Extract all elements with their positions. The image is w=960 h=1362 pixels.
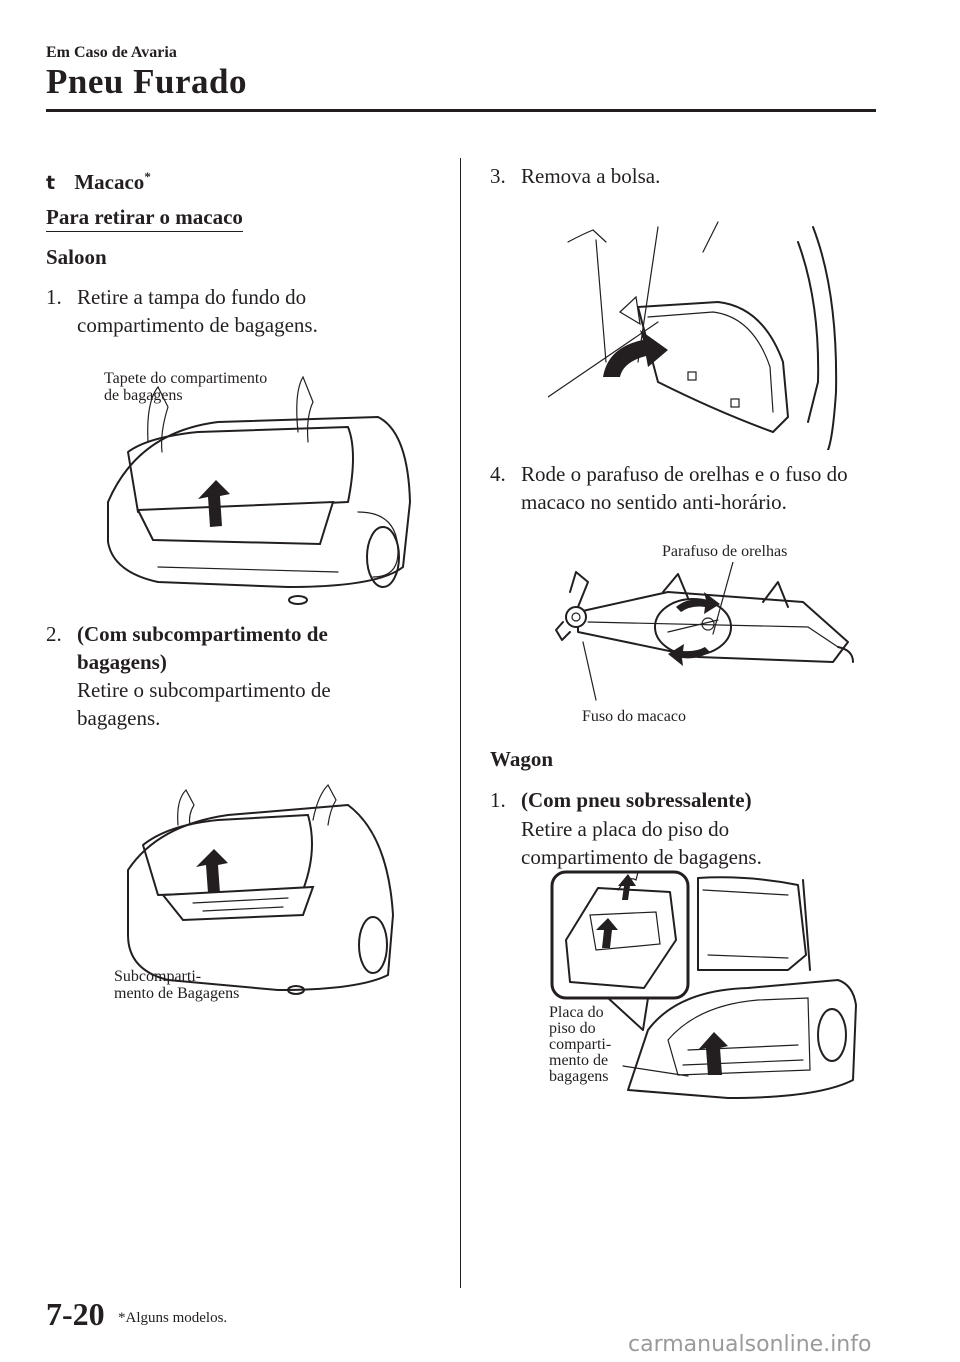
step-3-number: 3. xyxy=(490,164,506,188)
figure-5-caption-line-2: piso do xyxy=(549,1020,596,1037)
figure-5-caption-line-5: bagagens xyxy=(549,1068,609,1085)
figure-4-caption-bottom: Fuso do macaco xyxy=(582,708,686,725)
heading-bullet-icon: t xyxy=(46,172,56,194)
section-label: Em Caso de Avaria xyxy=(46,44,177,61)
step-1-line-1: Retire a tampa do fundo do xyxy=(77,285,307,309)
step-2-bold-line-2: bagagens) xyxy=(77,650,167,674)
header-rule xyxy=(46,109,876,112)
step-2-number: 2. xyxy=(46,622,62,646)
column-divider xyxy=(460,158,461,1288)
figure-5-caption-line-4: mento de xyxy=(549,1052,609,1069)
figure-2-caption-line-2: mento de Bagagens xyxy=(114,985,240,1002)
footnote: *Alguns modelos. xyxy=(118,1310,228,1326)
figure-1-caption-line-2: de bagagens xyxy=(104,387,183,404)
figure-scissor-jack xyxy=(548,561,858,702)
chapter-title: Pneu Furado xyxy=(46,62,247,101)
step-2-line-2: bagagens. xyxy=(77,706,161,730)
step-2: 2. (Com subcompartimento de xyxy=(46,620,328,649)
figure-5-caption-line-1: Placa do xyxy=(549,1004,604,1021)
figure-4-caption-top: Parafuso de orelhas xyxy=(662,543,788,560)
saloon-label: Saloon xyxy=(46,245,107,269)
figure-wagon-floor-board xyxy=(548,870,860,1102)
step-2-line-1: Retire o subcompartimento de xyxy=(77,678,331,702)
section-heading: t Macaco* xyxy=(46,162,151,198)
subheading-text: Para retirar o macaco xyxy=(46,205,243,232)
step-4-line-1: Rode o parafuso de orelhas e o fuso do xyxy=(521,462,848,486)
figure-1-caption: Tapete do compartimento de bagagens xyxy=(104,370,267,404)
wagon-step-1: 1. (Com pneu sobressalente) xyxy=(490,786,752,815)
heading-star: * xyxy=(144,169,151,184)
wagon-step-1-bold: (Com pneu sobressalente) xyxy=(521,788,752,812)
figure-2-caption-line-1: Subcomparti- xyxy=(114,968,202,985)
step-4: 4. Rode o parafuso de orelhas e o fuso do xyxy=(490,460,848,489)
wagon-step-1-line-2: compartimento de bagagens. xyxy=(521,845,762,869)
step-4-line-2: macaco no sentido anti-horário. xyxy=(521,490,787,514)
step-1-line-2: compartimento de bagagens. xyxy=(77,313,318,337)
page-number: 7-20 xyxy=(46,1296,105,1332)
step-3-text: Remova a bolsa. xyxy=(521,164,661,188)
wagon-step-1-number: 1. xyxy=(490,788,506,812)
saloon-trunk-illustration xyxy=(107,375,411,605)
figure-saloon-subcompartment xyxy=(108,775,398,1005)
watermark: carmanualsonline.info xyxy=(628,1332,872,1357)
wagon-label: Wagon xyxy=(490,747,554,771)
figure-remove-bag xyxy=(547,212,848,451)
step-1: 1. Retire a tampa do fundo do xyxy=(46,283,306,312)
subheading: Para retirar o macaco xyxy=(46,203,243,232)
wagon-step-1-line-1: Retire a placa do piso do xyxy=(521,817,730,841)
step-3: 3. Remova a bolsa. xyxy=(490,162,660,191)
step-1-number: 1. xyxy=(46,285,62,309)
scissor-jack-illustration xyxy=(555,561,854,701)
figure-2-caption: Subcomparti- mento de Bagagens xyxy=(114,968,239,1002)
remove-bag-illustration xyxy=(547,221,838,451)
figure-5-caption: Placa do piso do comparti- mento de baga… xyxy=(549,1005,611,1085)
heading-title: Macaco xyxy=(74,170,145,194)
step-4-number: 4. xyxy=(490,462,506,486)
saloon-subcompartment-illustration xyxy=(127,784,394,995)
figure-1-caption-line-1: Tapete do compartimento xyxy=(104,370,268,387)
figure-saloon-trunk-mat xyxy=(98,362,418,612)
step-2-bold-line-1: (Com subcompartimento de xyxy=(77,622,328,646)
wagon-floor-board-illustration xyxy=(550,870,857,1099)
figure-5-caption-line-3: comparti- xyxy=(549,1036,612,1053)
